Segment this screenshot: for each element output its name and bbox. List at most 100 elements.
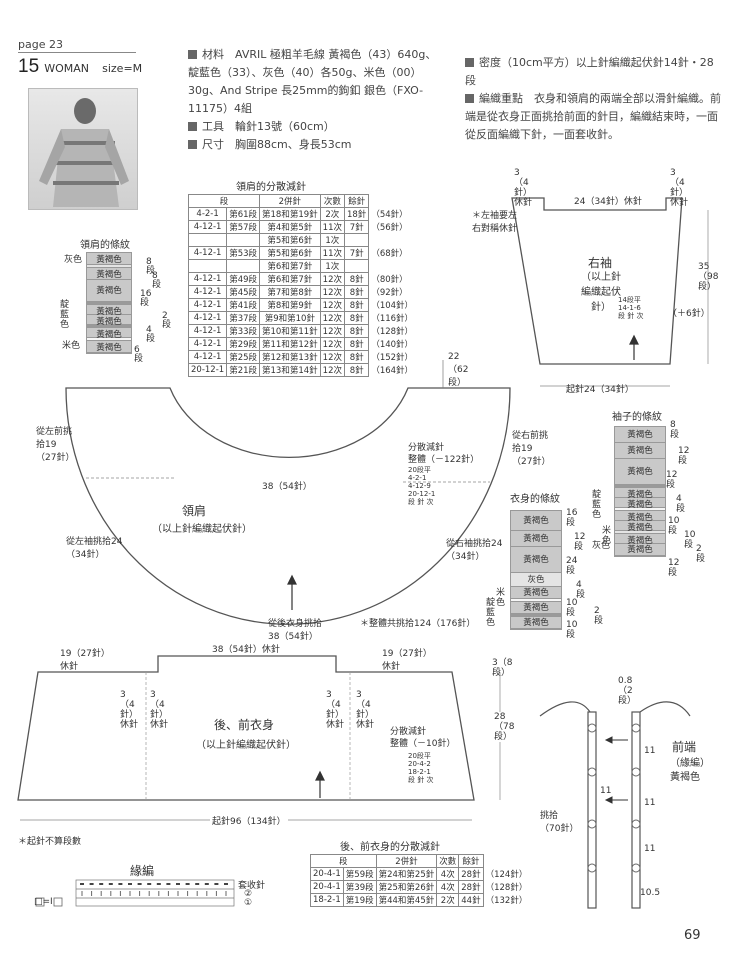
yoke-row-count: 16段: [140, 289, 152, 308]
edging-legend: □=Ⅰ: [34, 897, 53, 907]
yoke-table-title: 領肩的分散減針: [236, 182, 306, 193]
dec-step: 20-12-1: [408, 490, 436, 498]
sleeve-inc-steps: 14段平 14-1-6 段 針 次: [618, 296, 643, 320]
table-cell: （140針）: [371, 340, 414, 350]
body-rest-mark: 3（4針）休針: [356, 690, 375, 730]
body-rest-mark: 3（4針）休針: [150, 690, 169, 730]
materials-line-4: 11175）4組: [188, 102, 252, 115]
stripe-band-navy: [511, 614, 561, 617]
bullet-icon: [465, 94, 474, 103]
sleeve-row-count: 12段: [668, 558, 680, 578]
yoke-top-width: 38（54針）: [262, 482, 312, 492]
yoke-stripe-label: 米色: [62, 341, 81, 351]
yoke-dec-title: 分散減針: [408, 443, 445, 453]
sleeve-stripe-label: 米色: [602, 526, 612, 546]
materials-block: 材料 AVRIL 極粗羊毛線 黃褐色（43）640g、 靛藍色（33）、灰色（4…: [188, 46, 450, 154]
stripe-band: 黃褐色: [511, 602, 561, 614]
sleeve-row-count: 10段: [668, 516, 680, 536]
pattern-title: 15 WOMAN size=M: [18, 56, 142, 78]
yoke-back: 從後衣身挑拾38（54針）: [268, 619, 323, 642]
dec-step: 段 針 次: [408, 498, 434, 506]
table-cell: （132針）: [485, 896, 528, 906]
sleeve-height: 35（98段）: [698, 262, 719, 292]
front-band-shape: [539, 701, 691, 909]
col-header: 次數: [436, 854, 460, 868]
body-guides: [145, 672, 351, 800]
stripe-band: 黃褐色: [511, 617, 561, 629]
points-line-2: 端是從衣身正面挑拾前面的針目，編織結束時，一面: [465, 110, 718, 123]
table-cell: 44針: [458, 893, 484, 907]
front-band-color: 黃褐色: [670, 772, 700, 783]
pattern-size: size=M: [102, 62, 143, 75]
dec-step: 20段平: [408, 466, 431, 474]
yoke-guides: [86, 477, 490, 483]
stripe-band: 黃褐色: [511, 587, 561, 599]
sleeve-row-count: 12段: [678, 446, 690, 466]
table-cell: （164針）: [371, 366, 414, 376]
points-line-3: 從反面編織下針，一面套收針。: [465, 128, 619, 141]
stripe-band: 黃褐色: [615, 521, 665, 533]
stripe-band-navy: [87, 325, 131, 328]
sleeve-stripe-column: 黃褐色 黃褐色 黃褐色 黃褐色 黃褐色 黃褐色 黃褐色 黃褐色 黃褐色: [614, 426, 666, 557]
body-row-count: 4段: [576, 580, 586, 600]
stripe-band: 黃褐色: [615, 498, 665, 510]
body-top-mid: 38（54針）休針: [212, 645, 280, 655]
sleeve-stripe-title: 袖子的條紋: [612, 412, 662, 423]
stripe-band: 黃褐色: [511, 547, 561, 573]
dec-step: 20-4-2: [408, 760, 431, 768]
table-cell: 18-2-1: [310, 893, 344, 907]
body-stripe-column: 黃褐色 黃褐色 黃褐色 灰色 黃褐色 黃褐色 黃褐色: [510, 510, 562, 630]
sleeve-row-count: 2段: [696, 544, 706, 564]
cast-on-note: ＊起針不算段數: [18, 837, 82, 847]
inc-step: 14-1-6: [618, 304, 641, 312]
dec-step: 4-12-9: [408, 482, 431, 490]
yoke-stripe-column: 黃褐色 黃褐色 黃褐色 黃褐色 黃褐色 黃褐色 黃褐色: [86, 252, 132, 354]
sleeve-name: 右袖: [588, 256, 613, 270]
dec-step: 4-2-1: [408, 474, 427, 482]
body-top-rows: 3（8段）: [492, 658, 513, 678]
dec-step: 段 針 次: [408, 776, 434, 784]
table-cell: 20-12-1: [187, 363, 228, 377]
table-cell: 4次: [436, 867, 460, 881]
sleeve-shape: [511, 197, 683, 365]
stripe-band: 黃褐色: [87, 328, 131, 340]
stripe-band: 黃褐色: [511, 531, 561, 547]
front-band-arrows: [604, 736, 628, 804]
gauge-line-2: 段: [465, 74, 476, 87]
body-stripe-label: 靛藍色: [486, 598, 496, 628]
sleeve-rest-right: 3（4針）休針: [670, 168, 689, 208]
sleeve-row-count: 12段: [666, 470, 678, 490]
body-dec-title: 分散減針: [390, 727, 427, 737]
front-band-spacing: 11: [644, 844, 656, 854]
sleeve-rest-left: 3（4針）休針: [514, 168, 533, 208]
body-rest-mark: 3（4針）休針: [120, 690, 139, 730]
front-band-bottom: 10.5: [640, 888, 661, 898]
edging-chart: [75, 879, 235, 907]
materials-line-3: 30g、And Stripe 長25mm的鉤釦 銀色（FXO-: [188, 84, 424, 97]
front-band-spacing: 11: [644, 746, 656, 756]
stripe-band: 黃褐色: [87, 268, 131, 280]
table-cell: 第13和第14針: [259, 363, 321, 377]
sleeve-bottom: 起針24（34針）: [566, 385, 634, 395]
front-band-top: 0.8（2段）: [618, 676, 637, 706]
table-cell: 第44和第45針: [375, 893, 438, 907]
yoke-right-sleeve: 從右袖挑拾24（34針）: [446, 539, 503, 562]
yoke-method: （以上針編織起伏針）: [152, 524, 252, 535]
body-table-title: 後、前衣身的分散減針: [340, 842, 440, 853]
yoke-stripe-title: 領肩的條紋: [80, 240, 130, 251]
table-cell: （68針）: [371, 249, 408, 259]
table-cell: 2次: [436, 893, 460, 907]
stripe-band-gray: [87, 265, 131, 268]
table-cell: （56針）: [371, 223, 408, 233]
yoke-row-count: 2段: [162, 311, 172, 330]
page-number: 69: [684, 928, 701, 943]
front-band-pickup: 挑拾（70針）: [540, 811, 579, 834]
